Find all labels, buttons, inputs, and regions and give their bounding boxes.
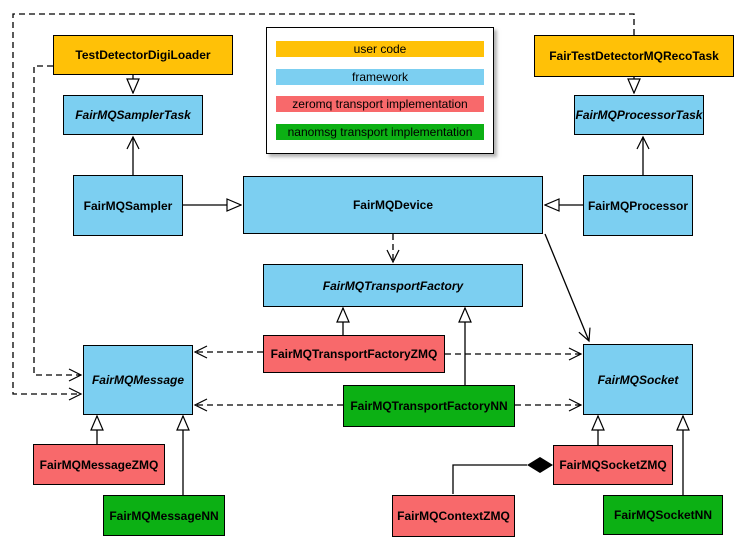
class-testdetectordigiloader: TestDetectorDigiLoader: [53, 35, 233, 75]
legend-item-nanomsg: nanomsg transport implementation: [276, 123, 484, 140]
class-fairmqprocessor: FairMQProcessor: [583, 175, 693, 236]
class-fairmqtransportfactorynn: FairMQTransportFactoryNN: [343, 385, 515, 427]
legend-item-framework: framework: [276, 68, 484, 85]
class-fairtestdetectormqrecotask: FairTestDetectorMQRecoTask: [534, 35, 734, 77]
edge-recotask-message: [12, 13, 635, 401]
class-fairmqtransportfactoryzmq: FairMQTransportFactoryZMQ: [263, 335, 445, 373]
legend-item-user-code: user code: [276, 41, 484, 58]
edge-device-socket: [544, 233, 591, 343]
class-fairmqmessagezmq: FairMQMessageZMQ: [33, 444, 165, 485]
legend-item-zeromq: zeromq transport implementation: [276, 96, 484, 113]
class-fairmqmessage: FairMQMessage: [83, 345, 193, 415]
edge-digiloader-message: [33, 65, 83, 382]
class-fairmqsocket: FairMQSocket: [583, 344, 693, 415]
class-fairmqdevice: FairMQDevice: [243, 176, 543, 234]
composition-diamond-icon: [527, 457, 553, 473]
class-fairmqsampler: FairMQSampler: [73, 175, 183, 236]
edge-contextzmq-socketzmq: [452, 464, 527, 494]
class-fairmqcontextzmq: FairMQContextZMQ: [392, 495, 515, 537]
class-fairmqprocessortask: FairMQProcessorTask: [574, 95, 704, 135]
class-fairmqtransportfactory: FairMQTransportFactory: [263, 264, 523, 307]
class-fairmqsocketnn: FairMQSocketNN: [603, 495, 723, 535]
class-fairmqsocketzmq: FairMQSocketZMQ: [553, 445, 673, 485]
class-fairmqsamplertask: FairMQSamplerTask: [63, 95, 203, 135]
class-fairmqmessagenn: FairMQMessageNN: [103, 495, 225, 536]
legend: user code framework zeromq transport imp…: [266, 27, 494, 154]
